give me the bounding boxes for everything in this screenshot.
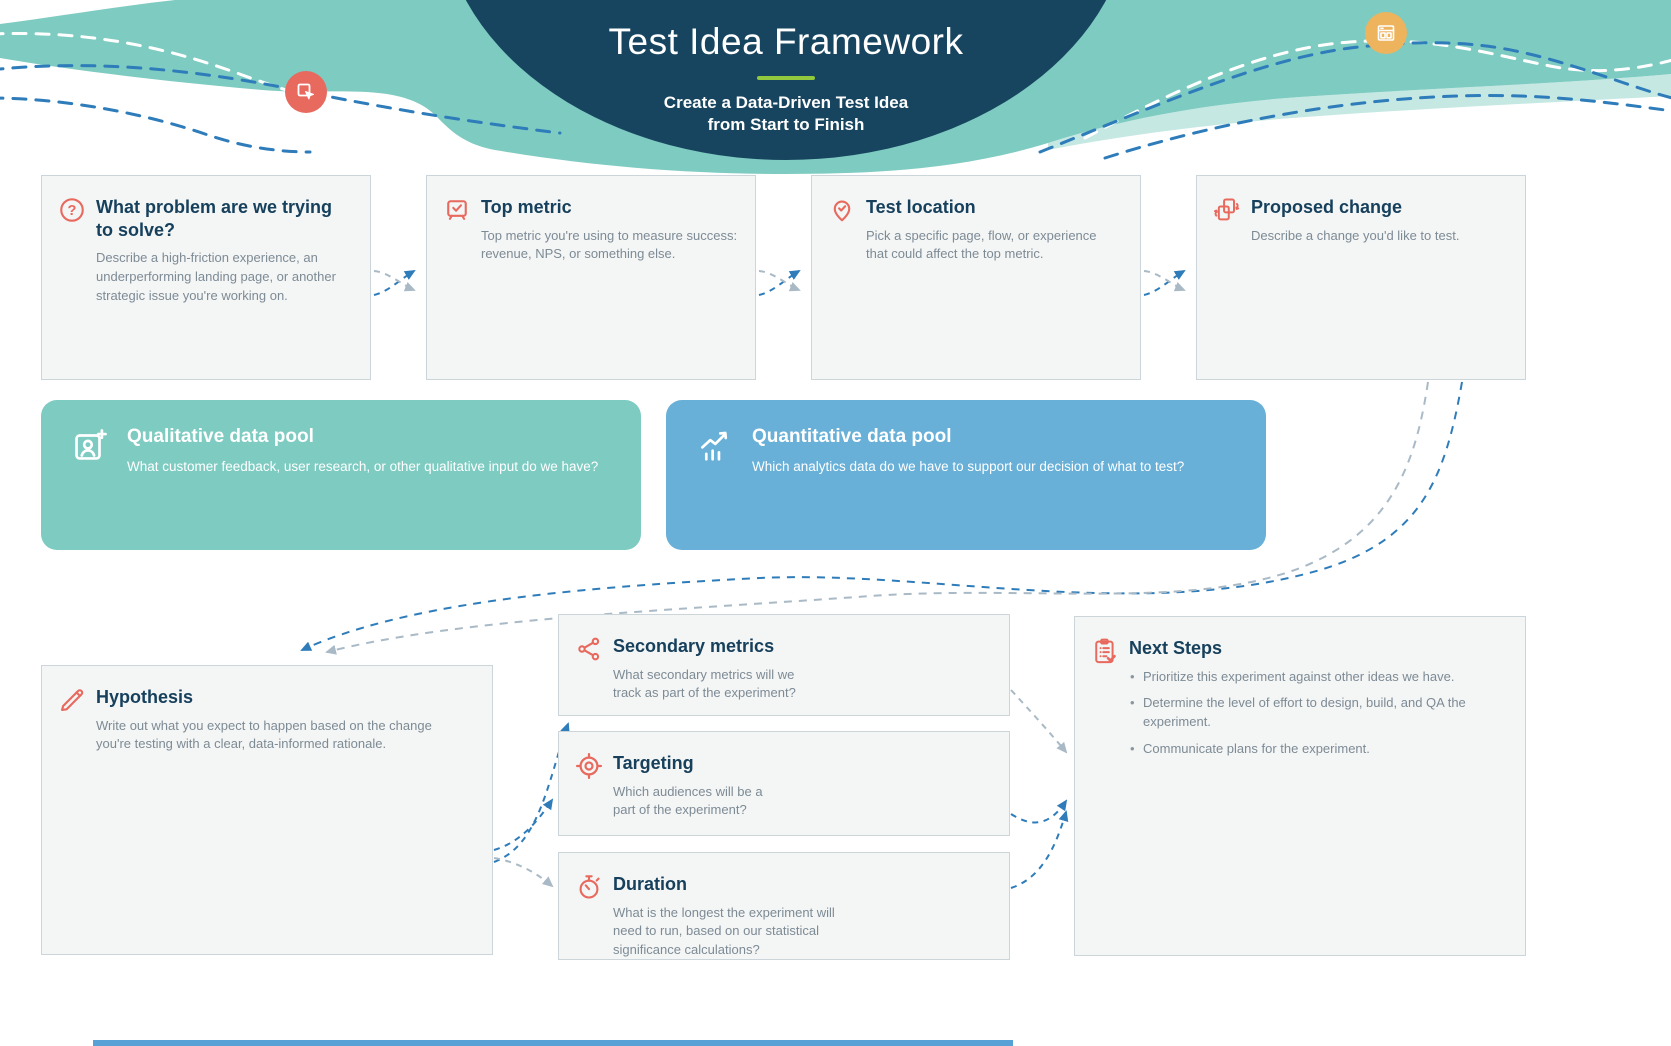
arrow-secondary-to-nextsteps bbox=[1010, 689, 1068, 754]
bottom-accent-bar bbox=[93, 1040, 1013, 1046]
dash-blue-left-1 bbox=[0, 64, 562, 135]
target-icon bbox=[575, 752, 603, 780]
card-problem: ? What problem are we trying to solve? D… bbox=[41, 175, 371, 380]
pencil-icon bbox=[58, 686, 86, 714]
subtitle-line-1: Create a Data-Driven Test Idea bbox=[663, 93, 909, 112]
card-body: Write out what you expect to happen base… bbox=[96, 717, 432, 752]
question-circle-icon: ? bbox=[58, 196, 86, 224]
arrow-location-to-change-blue bbox=[1143, 269, 1186, 296]
card-body: Describe a change you'd like to test. bbox=[1251, 227, 1460, 243]
card-proposed-change: Proposed change Describe a change you'd … bbox=[1196, 175, 1526, 380]
card-title: Next Steps bbox=[1129, 638, 1223, 658]
arrow-topmetric-to-location-gray bbox=[758, 270, 801, 292]
quantitative-data-pool: Quantitative data pool Which analytics d… bbox=[666, 400, 1266, 550]
card-top-metric: Top metric Top metric you're using to me… bbox=[426, 175, 756, 380]
pool-body: What customer feedback, user research, o… bbox=[127, 458, 599, 474]
location-pin-check-icon bbox=[828, 196, 856, 224]
title-underline bbox=[757, 76, 815, 80]
cursor-click-icon bbox=[297, 83, 314, 100]
card-title: What problem are we trying to solve? bbox=[96, 197, 333, 240]
storefront-icon bbox=[1377, 25, 1395, 41]
arrow-topmetric-to-location-blue bbox=[758, 269, 801, 296]
card-title: Hypothesis bbox=[96, 687, 194, 707]
arrow-problem-to-topmetric-gray bbox=[373, 270, 416, 292]
dash-blue-left-2 bbox=[0, 96, 312, 154]
bar-chart-up-icon bbox=[696, 426, 736, 464]
salmon-badge bbox=[285, 71, 327, 113]
card-title: Top metric bbox=[481, 197, 572, 217]
card-secondary-metrics: Secondary metrics What secondary metrics… bbox=[558, 614, 1010, 716]
page-title: Test Idea Framework bbox=[608, 21, 964, 62]
arrow-duration-to-nextsteps bbox=[1010, 810, 1069, 889]
arrow-hypothesis-to-secondary bbox=[493, 722, 570, 863]
card-body: Top metric you're using to measure succe… bbox=[481, 227, 738, 262]
metric-check-icon bbox=[443, 196, 471, 224]
arrow-change-to-hypothesis-gray bbox=[325, 381, 1429, 655]
card-body: What is the longest the experiment will … bbox=[613, 904, 835, 958]
pool-body: Which analytics data do we have to suppo… bbox=[752, 458, 1185, 474]
pool-title: Qualitative data pool bbox=[127, 426, 314, 447]
card-next-steps: Next Steps Prioritize this experiment ag… bbox=[1074, 616, 1526, 956]
svg-text:?: ? bbox=[68, 203, 77, 219]
dash-blue-right-2 bbox=[1103, 94, 1671, 160]
arrow-hypothesis-to-duration bbox=[493, 857, 554, 888]
next-steps-item: Communicate plans for the experiment. bbox=[1129, 740, 1481, 759]
card-body: Which audiences will be a part of the ex… bbox=[613, 783, 763, 818]
arrow-problem-to-topmetric-blue bbox=[373, 269, 416, 296]
stopwatch-icon bbox=[575, 873, 603, 901]
subtitle-line-2: from Start to Finish bbox=[707, 115, 865, 134]
card-hypothesis: Hypothesis Write out what you expect to … bbox=[41, 665, 493, 955]
pages-swap-icon bbox=[1213, 196, 1241, 224]
pool-title: Quantitative data pool bbox=[752, 426, 952, 447]
orange-badge bbox=[1365, 12, 1407, 54]
dash-white-left bbox=[0, 31, 402, 120]
card-title: Duration bbox=[613, 874, 687, 894]
next-steps-item: Determine the level of effort to design,… bbox=[1129, 694, 1481, 732]
card-title: Test location bbox=[866, 197, 976, 217]
card-body: Pick a specific page, flow, or experienc… bbox=[866, 227, 1097, 262]
arrow-targeting-to-nextsteps bbox=[1010, 799, 1068, 824]
card-duration: Duration What is the longest the experim… bbox=[558, 852, 1010, 960]
card-title: Targeting bbox=[613, 753, 694, 773]
card-title: Proposed change bbox=[1251, 197, 1403, 217]
share-nodes-icon bbox=[575, 635, 603, 663]
arrow-location-to-change-gray bbox=[1143, 270, 1186, 292]
card-body: Describe a high-friction experience, an … bbox=[96, 250, 336, 303]
card-body: What secondary metrics will we track as … bbox=[613, 666, 796, 701]
card-targeting: Targeting Which audiences will be a part… bbox=[558, 731, 1010, 836]
add-user-icon bbox=[71, 426, 111, 464]
card-test-location: Test location Pick a specific page, flow… bbox=[811, 175, 1141, 380]
clipboard-check-icon bbox=[1091, 637, 1119, 665]
arrow-hypothesis-to-targeting bbox=[493, 798, 554, 851]
qualitative-data-pool: Qualitative data pool What customer feed… bbox=[41, 400, 641, 550]
teal-wave-light bbox=[1048, 74, 1671, 150]
page-subtitle: Create a Data-Driven Test Idea from Star… bbox=[486, 92, 1086, 136]
arrow-change-to-hypothesis-blue bbox=[300, 381, 1463, 651]
card-title: Secondary metrics bbox=[613, 636, 775, 656]
next-steps-list: Prioritize this experiment against other… bbox=[1129, 668, 1481, 759]
next-steps-item: Prioritize this experiment against other… bbox=[1129, 668, 1481, 687]
